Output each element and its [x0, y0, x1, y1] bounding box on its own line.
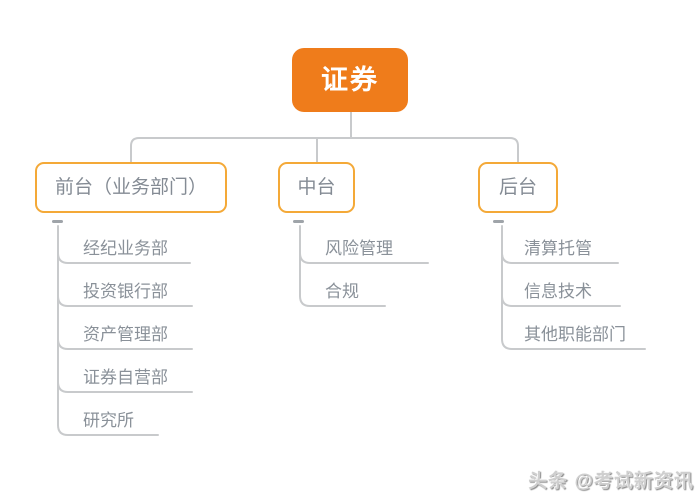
watermark: 头条 @考试新资讯: [528, 471, 694, 492]
collapse-handle-front-office[interactable]: [52, 220, 63, 223]
subtopic-clearing-custody[interactable]: 清算托管: [524, 239, 592, 258]
subtopic-brokerage[interactable]: 经纪业务部: [83, 239, 168, 258]
branch-topic-front-office[interactable]: 前台（业务部门）: [35, 162, 227, 213]
subtopic-asset-management[interactable]: 资产管理部: [83, 325, 168, 344]
root-topic[interactable]: 证券: [292, 48, 408, 112]
subtopic-risk-management[interactable]: 风险管理: [325, 239, 393, 258]
collapse-handle-back-office[interactable]: [493, 220, 504, 223]
subtopic-proprietary-trading[interactable]: 证券自营部: [83, 368, 168, 387]
subtopic-other-functions[interactable]: 其他职能部门: [524, 325, 626, 344]
subtopic-investment-banking[interactable]: 投资银行部: [83, 282, 168, 301]
subtopic-research-institute[interactable]: 研究所: [83, 411, 134, 430]
subtopic-compliance[interactable]: 合规: [325, 282, 359, 301]
branch-topic-back-office[interactable]: 后台: [478, 162, 558, 213]
collapse-handle-middle-office[interactable]: [293, 220, 304, 223]
subtopic-information-technology[interactable]: 信息技术: [524, 282, 592, 301]
branch-topic-middle-office[interactable]: 中台: [278, 162, 355, 213]
